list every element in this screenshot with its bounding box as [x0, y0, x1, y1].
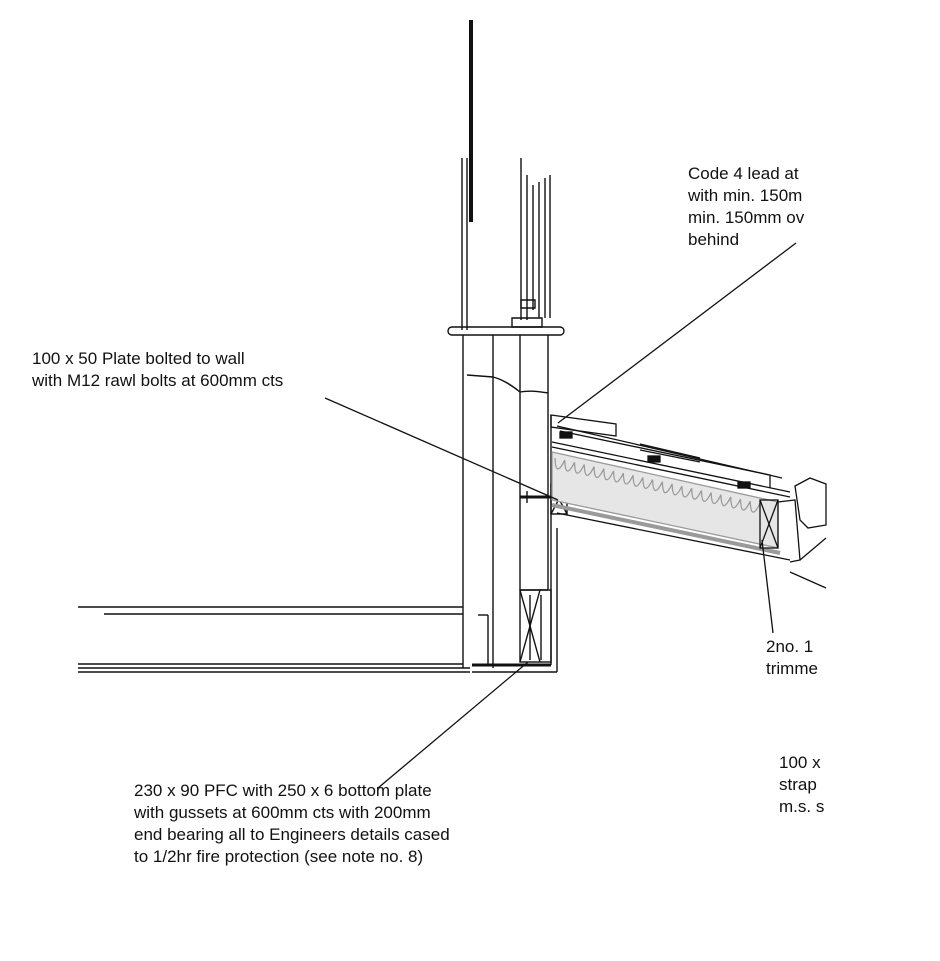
note-line: with gussets at 600mm cts with 200mm	[134, 803, 431, 822]
note-line: end bearing all to Engineers details cas…	[134, 825, 450, 844]
note-line: behind	[688, 230, 740, 249]
floor-structure	[78, 606, 470, 673]
note-line: trimme	[766, 659, 818, 678]
note-strap: 100 x strap m.s. s	[779, 752, 833, 818]
note-line: strap	[779, 775, 817, 794]
note-line: m.s. s	[779, 797, 825, 816]
note-line: 100 x	[779, 753, 821, 772]
note-lead-flashing: Code 4 lead at with min. 150m min. 150mm…	[688, 163, 830, 251]
note-line: 230 x 90 PFC with 250 x 6 bottom plate	[134, 781, 432, 800]
roof-structure	[550, 414, 827, 589]
note-line: 2no. 1	[766, 637, 814, 656]
note-line: min. 150mm ov	[688, 208, 805, 227]
leader-pfc	[377, 661, 529, 789]
note-line: with M12 rawl bolts at 600mm cts	[32, 371, 284, 390]
note-line: Code 4 lead at	[688, 164, 799, 183]
note-trimmer: 2no. 1 trimme	[766, 636, 828, 680]
leader-trimmer	[761, 539, 774, 634]
note-line: 100 x 50 Plate bolted to wall	[32, 349, 245, 368]
leader-lead	[557, 242, 797, 424]
note-line: to 1/2hr fire protection (see note no. 8…	[134, 847, 424, 866]
note-line: with min. 150m	[688, 186, 803, 205]
leader-lines	[324, 242, 797, 789]
note-wall-plate: 100 x 50 Plate bolted to wall with M12 r…	[32, 348, 283, 392]
leader-plate	[324, 397, 559, 501]
wall-structure	[447, 20, 565, 673]
note-pfc-beam: 230 x 90 PFC with 250 x 6 bottom plate w…	[134, 780, 450, 868]
